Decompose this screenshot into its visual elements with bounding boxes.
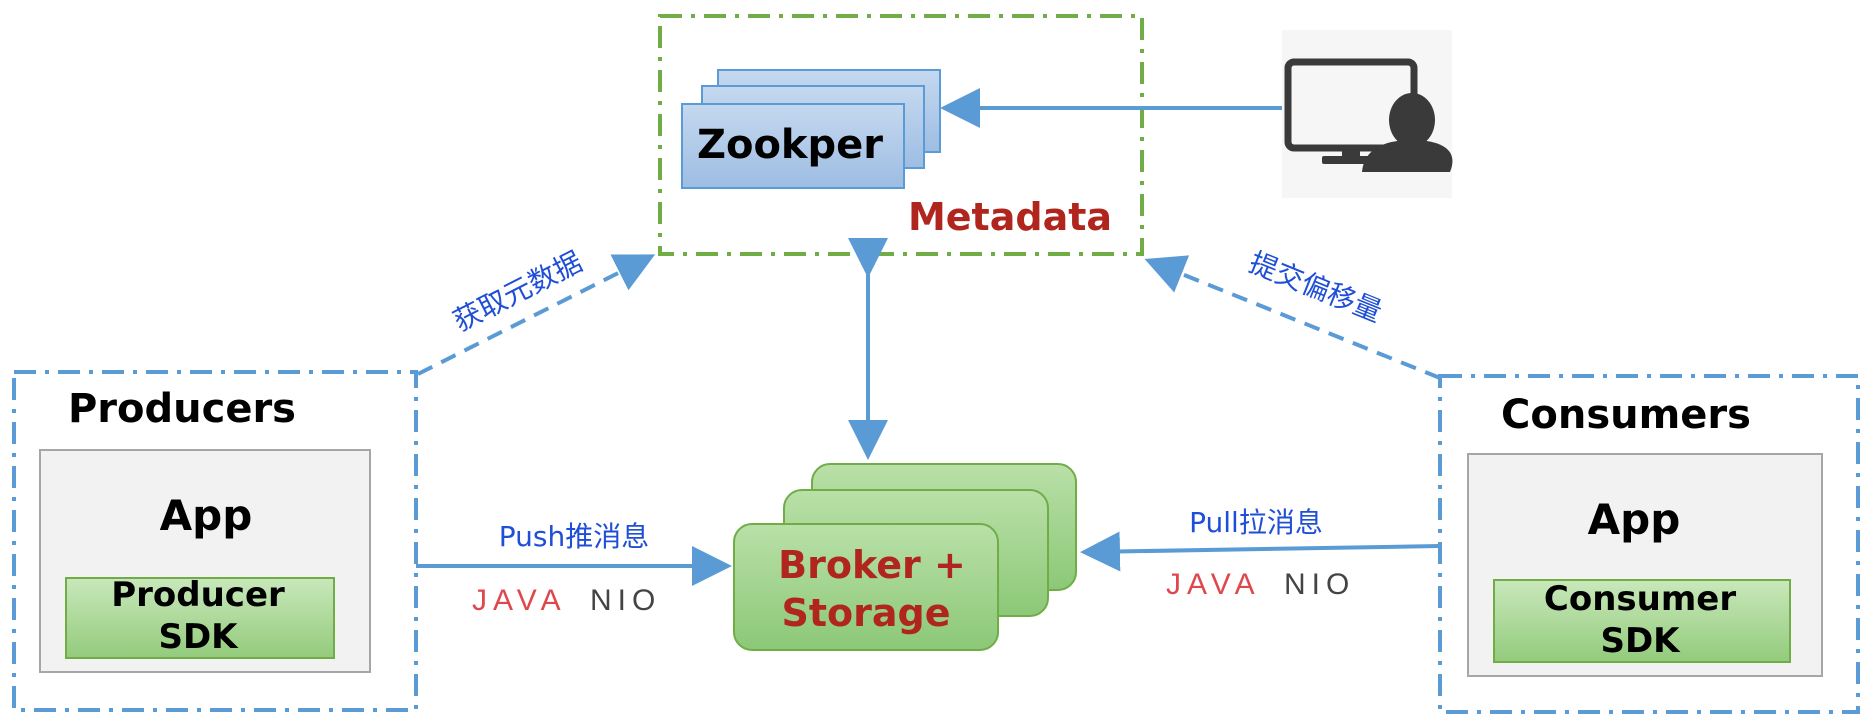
computer-user-icon [1282, 30, 1453, 198]
broker-label-line2: Storage [782, 591, 951, 635]
metadata-border [658, 14, 1144, 256]
zookeeper-card-front [681, 103, 905, 189]
consumers-border [1438, 374, 1860, 714]
consumer-sdk-label-line2: SDK [1600, 621, 1681, 661]
zookeeper-label: Zookper [697, 122, 883, 168]
broker-stack: Broker + Storage [733, 463, 1077, 651]
commit-offset-label: 提交偏移量 [1244, 246, 1386, 329]
consumer-sdk-label-line1: Consumer [1544, 579, 1736, 619]
producers-region: Producers App Producer SDK [12, 370, 418, 712]
producer-sdk-label-line2: SDK [158, 617, 239, 657]
consumer-sdk-box [1493, 579, 1791, 663]
producer-sdk-box [65, 577, 335, 659]
pull-java-label: JAVA [1166, 568, 1261, 601]
pull-arrow [1080, 531, 1441, 572]
metadata-region: Zookper Metadata [658, 14, 1144, 256]
producer-sdk-label-line1: Producer [111, 575, 285, 615]
pull-nio-label: NIO [1284, 568, 1355, 601]
user-head [1389, 93, 1435, 147]
producers-border [12, 370, 418, 712]
monitor-neck [1342, 148, 1360, 158]
producers-title: Producers [68, 386, 296, 432]
pull-label: Pull拉消息 [1189, 506, 1323, 539]
push-java-label: JAVA [472, 584, 567, 617]
zookeeper-stack: Zookper [681, 69, 941, 189]
consumers-region: Consumers App Consumer SDK [1438, 374, 1860, 714]
consumer-app-label: App [1588, 495, 1681, 544]
user-body [1362, 140, 1453, 172]
consumers-title: Consumers [1501, 392, 1751, 438]
producer-app-label: App [160, 491, 253, 540]
broker-card-front [733, 523, 999, 651]
fetch-metadata-arrow [417, 254, 656, 376]
push-nio-label: NIO [590, 584, 661, 617]
metadata-label: Metadata [908, 195, 1112, 239]
push-label: Push推消息 [499, 520, 649, 553]
broker-label-line1: Broker + [778, 543, 966, 587]
